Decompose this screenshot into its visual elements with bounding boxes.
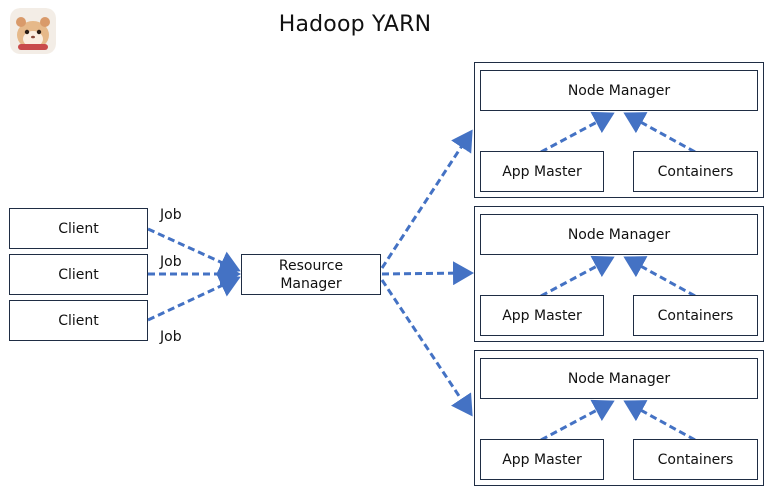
client-label: Client (58, 266, 99, 283)
node-manager-box-1: Node Manager (480, 70, 758, 111)
arrow-rm-to-node3 (380, 279, 473, 417)
arrow-rm-to-node1 (380, 129, 473, 269)
app-master-box-1: App Master (480, 151, 604, 192)
app-master-label: App Master (502, 307, 582, 324)
arrow-appmaster-to-nm-3 (540, 399, 615, 442)
client-box-2: Client (9, 254, 148, 295)
app-master-label: App Master (502, 163, 582, 180)
client-box-3: Client (9, 300, 148, 341)
node-manager-box-2: Node Manager (480, 214, 758, 255)
job-label-2: Job (160, 254, 182, 270)
node-manager-label: Node Manager (567, 370, 671, 387)
arrow-containers-to-nm-2 (623, 256, 696, 298)
job-label-1: Job (160, 207, 182, 223)
client-label: Client (58, 220, 99, 237)
arrow-containers-to-nm-1 (623, 112, 696, 154)
app-master-box-3: App Master (480, 439, 604, 480)
app-master-label: App Master (502, 451, 582, 468)
resource-manager-label-line1: Resource (278, 257, 344, 274)
diagram-title: Hadoop YARN (278, 12, 432, 37)
containers-label: Containers (657, 307, 734, 324)
arrow-appmaster-to-nm-1 (540, 111, 615, 154)
node-manager-label: Node Manager (567, 226, 671, 243)
containers-box-3: Containers (633, 439, 758, 480)
job-label-3: Job (160, 329, 182, 345)
containers-box-2: Containers (633, 295, 758, 336)
client-label: Client (58, 312, 99, 329)
app-master-box-2: App Master (480, 295, 604, 336)
node-manager-label: Node Manager (567, 82, 671, 99)
avatar (10, 8, 56, 54)
hamster-logo-icon (10, 8, 56, 54)
arrow-appmaster-to-nm-2 (540, 255, 615, 298)
arrow-containers-to-nm-3 (623, 400, 696, 442)
containers-label: Containers (657, 451, 734, 468)
containers-label: Containers (657, 163, 734, 180)
arrow-rm-to-node2 (381, 261, 474, 286)
resource-manager-label-line2: Manager (280, 275, 342, 292)
resource-manager-box: Resource Manager (241, 254, 381, 295)
client-box-1: Client (9, 208, 148, 249)
containers-box-1: Containers (633, 151, 758, 192)
node-manager-box-3: Node Manager (480, 358, 758, 399)
arrow-client3-to-rm (147, 274, 241, 322)
